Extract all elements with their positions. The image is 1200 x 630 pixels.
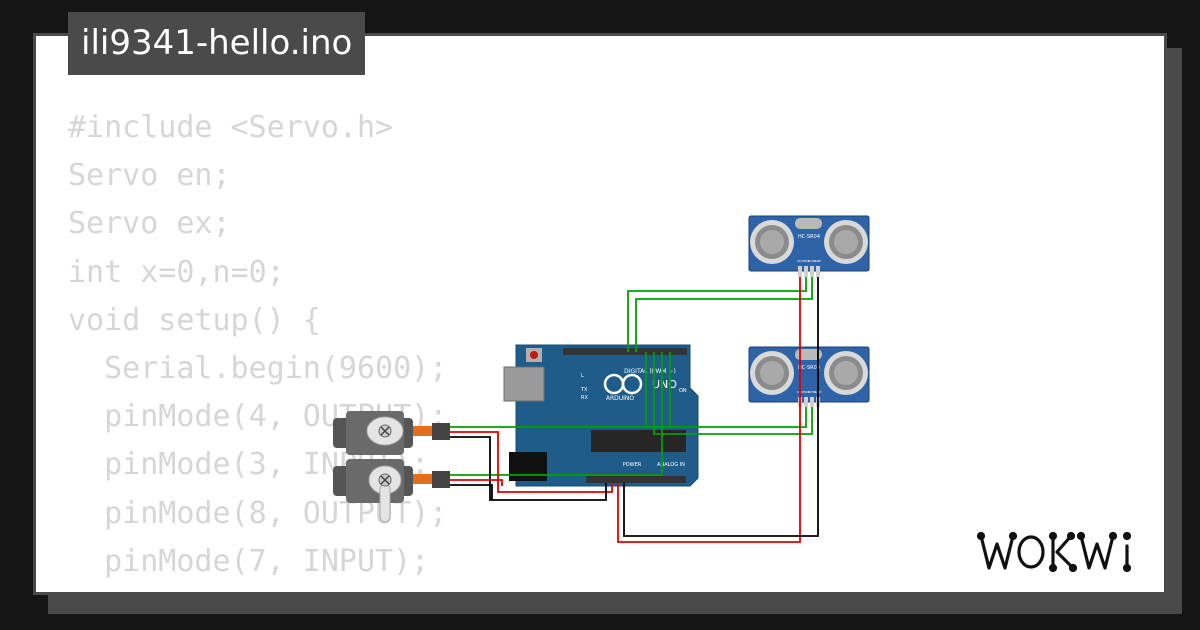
wire-green (645, 352, 807, 428)
wire-red (450, 431, 613, 493)
wire-black (450, 436, 607, 501)
code-line: #include <Servo.h> (68, 110, 394, 145)
sensor-pin-label: ECHO (808, 259, 817, 263)
power-label: POWER (623, 462, 642, 468)
wire-black (450, 484, 493, 500)
board-model-label: UNO (652, 378, 677, 391)
code-line: } (68, 586, 447, 593)
wire-green (450, 352, 663, 476)
board-brand-label: ARDUINO (606, 395, 635, 402)
wire-red (617, 277, 801, 543)
sensor-label: HC-SR04 (798, 234, 820, 240)
wire-black (623, 277, 819, 537)
code-line: Serial.begin(9600); (68, 350, 448, 386)
servo-motor-icon[interactable] (333, 459, 450, 523)
project-filename-tab[interactable]: ili9341-hello.ino (68, 12, 366, 75)
digital-pins-label: DIGITAL (PWM ~) (624, 368, 676, 375)
wire-green (627, 277, 807, 352)
code-line: int x=0,n=0; (68, 254, 285, 290)
wire-green (635, 277, 813, 352)
code-line: pinMode(7, INPUT); (68, 543, 430, 579)
preview-card: #include <Servo.h> Servo en; Servo ex; int … (33, 33, 1167, 595)
analog-label: ANALOG IN (657, 462, 685, 468)
sensor-pin-label: ECHO (808, 390, 817, 394)
code-line: void setup() { (68, 302, 321, 338)
wokwi-logo-icon[interactable] (975, 524, 1155, 580)
led-rx-label: RX (581, 395, 588, 401)
ultrasonic-sensor-icon[interactable]: HC-SR04 VCC TRIG ECHO GND (748, 346, 870, 407)
code-line: Servo ex; (68, 206, 231, 242)
wire-red (450, 479, 503, 486)
sensor-pin-label: TRIG (801, 390, 810, 394)
sensor-pin-label: VCC (797, 259, 803, 263)
led-on-label: ON (679, 388, 687, 394)
sensor-pin-label: TRIG (801, 259, 810, 263)
ultrasonic-sensor-icon[interactable]: HC-SR04 VCC TRIG ECHO GND (748, 215, 870, 277)
sensor-label: HC-SR04 (798, 365, 820, 371)
servo-motor-icon[interactable] (333, 411, 450, 455)
led-l-label: L (581, 373, 584, 379)
sensor-pin-label: GND (815, 259, 823, 263)
code-line: Servo en; (68, 158, 231, 194)
arduino-uno-icon[interactable]: DIGITAL (PWM ~) UNO ARDUINO L TX RX ON P… (503, 344, 699, 487)
wires (450, 277, 819, 543)
wire-green (450, 352, 671, 428)
wire-green (653, 352, 813, 435)
led-tx-label: TX (580, 387, 588, 393)
